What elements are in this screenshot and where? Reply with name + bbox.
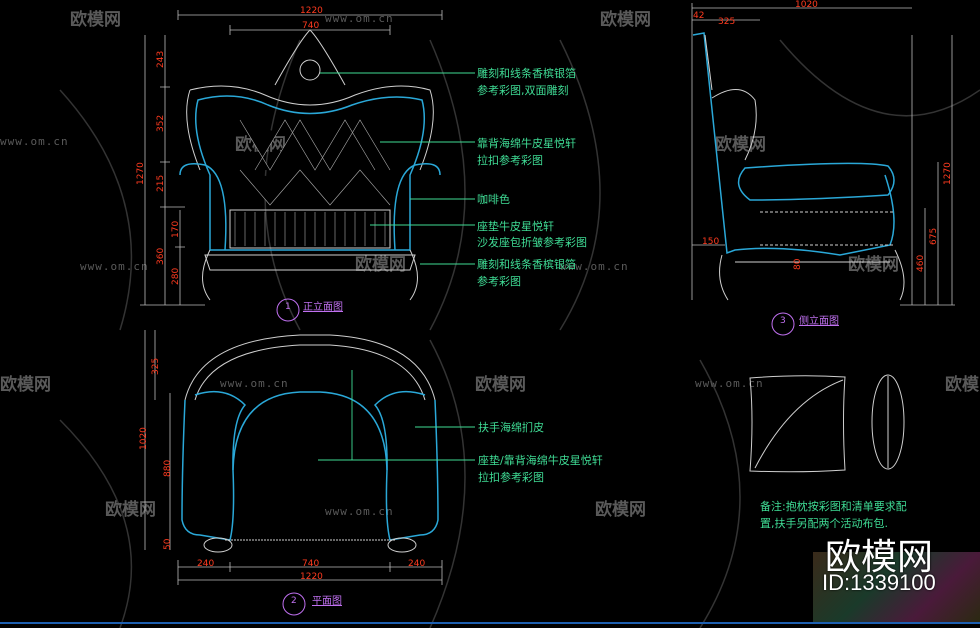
dim-plan-back: 325 (151, 358, 161, 375)
watermark-brand: 欧模网 (848, 254, 899, 275)
side-view-title: 侧立面图 (799, 314, 839, 327)
view-marker-1 (276, 298, 300, 322)
dim-plan-depth: 1020 (139, 427, 149, 450)
note-carving-2-ref: 参考彩图 (477, 274, 521, 288)
dim-side-rail: 80 (793, 258, 803, 270)
watermark-url: www.om.cn (220, 377, 289, 390)
dim-seg-back: 352 (156, 115, 166, 132)
watermark-url: www.om.cn (325, 12, 394, 25)
watermark-arcs (59, 39, 980, 628)
dim-side-height: 1270 (943, 162, 953, 185)
front-elevation: 1220 740 1270 243 352 215 360 170 280 雕刻… (136, 6, 587, 322)
watermark-brand: 欧模网 (595, 499, 646, 520)
view-number-1: 1 (285, 302, 291, 312)
note-seat: 座垫牛皮星悦轩 (477, 219, 554, 233)
note-carving-ref: 参考彩图,双面雕刻 (477, 83, 569, 97)
watermark-url: www.om.cn (325, 505, 394, 518)
dim-width-inner: 740 (302, 21, 319, 31)
view-number-3: 3 (780, 316, 786, 326)
dim-plan-front: 50 (163, 538, 173, 550)
note-armrest: 扶手海绵扪皮 (478, 420, 544, 434)
dim-plan-arm-right: 240 (408, 559, 425, 569)
dim-seg-cushion: 170 (171, 221, 181, 238)
watermark-url: www.om.cn (80, 260, 149, 273)
bottom-border (0, 622, 980, 624)
view-marker-3 (771, 312, 795, 336)
watermark-brand: 欧模网 (355, 254, 406, 275)
dim-side-depth: 1020 (795, 0, 818, 10)
note-carving-2: 雕刻和线条香槟银箔 (477, 257, 576, 271)
remark-line-2: 置,扶手另配两个活动布包. (760, 516, 888, 530)
dim-side-back-thick: 42 (693, 11, 704, 21)
pillows (749, 374, 905, 473)
watermark-brand: 欧模网 (945, 374, 980, 395)
dim-side-arm: 675 (929, 228, 939, 245)
watermark-url: www.om.cn (560, 260, 629, 273)
dim-seg-top: 243 (156, 51, 166, 68)
watermark-brand: 欧模网 (600, 9, 651, 30)
plan-view-title: 平面图 (312, 595, 342, 607)
dim-width-total: 1220 (300, 6, 323, 16)
note-color: 咖啡色 (477, 192, 510, 206)
watermark-brand: 欧模网 (105, 499, 156, 520)
remark-line-1: 备注:抱枕按彩图和清单要求配 (760, 499, 907, 513)
plan-view: 325 1020 880 50 240 740 240 1220 扶手海绵扪皮 … (139, 330, 603, 616)
front-view-title: 正立面图 (303, 300, 343, 313)
dim-side-back-top: 325 (718, 17, 735, 27)
note-seat-ref: 沙发座包折皱参考彩图 (477, 235, 587, 249)
side-elevation: 1020 325 42 150 80 1270 675 460 3 侧立面图 (691, 0, 955, 336)
thumbnail-image (813, 552, 980, 624)
dim-plan-seat: 880 (163, 460, 173, 477)
watermark-url: www.om.cn (695, 377, 764, 390)
watermark-brand: 欧模网 (715, 134, 766, 155)
watermark-url: www.om.cn (0, 135, 69, 148)
watermark-brand: 欧模网 (475, 374, 526, 395)
watermark-brand: 欧模网 (70, 9, 121, 30)
note-back: 靠背海绵牛皮星悦轩 (477, 136, 576, 150)
dim-height-total: 1270 (136, 162, 146, 185)
dim-plan-width: 1220 (300, 572, 323, 582)
dim-seg-arm: 215 (156, 175, 166, 192)
watermark-id: ID:1339100 (822, 570, 936, 595)
dim-seg-seat: 360 (156, 248, 166, 265)
note-back-ref: 拉扣参考彩图 (477, 153, 543, 167)
view-marker-2 (282, 592, 306, 616)
watermark-brand-large: 欧模网 (825, 536, 934, 577)
dim-plan-arm-left: 240 (197, 559, 214, 569)
dim-seg-leg: 280 (171, 268, 181, 285)
dim-plan-seat-width: 740 (302, 559, 319, 569)
note-cushion: 座垫/靠背海绵牛皮星悦轩 (478, 453, 603, 467)
dim-side-seat: 460 (916, 255, 926, 272)
note-cushion-ref: 拉扣参考彩图 (478, 470, 544, 484)
note-carving: 雕刻和线条香槟银箔 (477, 66, 576, 80)
watermark-brand: 欧模网 (0, 374, 51, 395)
view-number-2: 2 (291, 596, 297, 606)
dim-side-base: 150 (702, 237, 719, 247)
